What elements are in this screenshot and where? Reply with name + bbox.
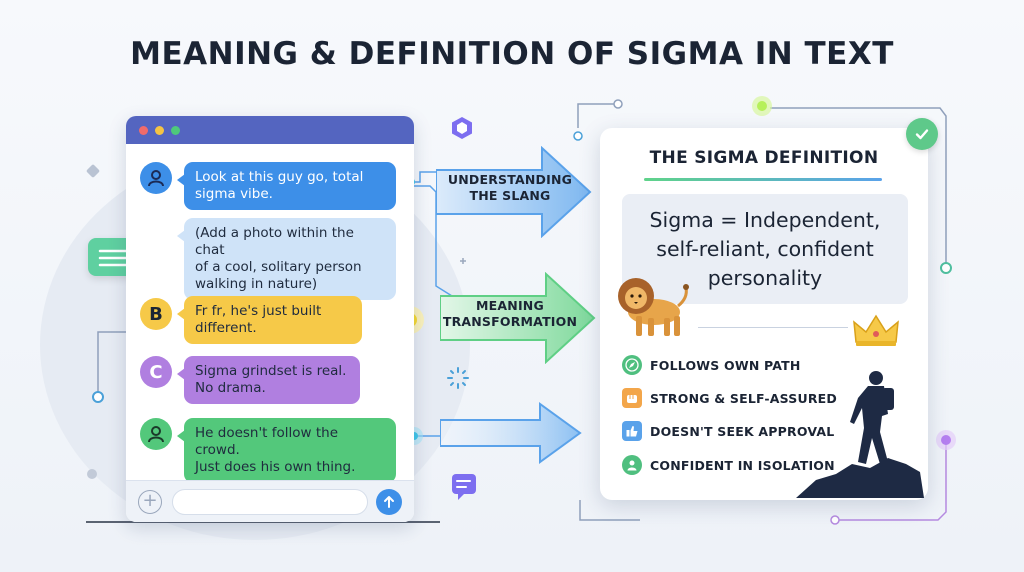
arrow-transformation: [440, 272, 596, 364]
arrow-label-understanding: UNDERSTANDING THE SLANG: [440, 172, 580, 204]
message-line: No drama.: [195, 380, 266, 396]
divider-line: [698, 327, 848, 328]
arrow-up-icon: [384, 496, 394, 508]
definition-text: Sigma = Independent, self-reliant, confi…: [622, 206, 908, 293]
fist-icon: [622, 388, 642, 408]
message-line: He doesn't follow the crowd.: [195, 425, 339, 458]
avatar-person-icon: [140, 162, 172, 194]
arrow-label-transformation: MEANING TRANSFORMATION: [440, 298, 580, 330]
message-line: sigma vibe.: [195, 186, 273, 202]
definition-box: Sigma = Independent, self-reliant, confi…: [622, 194, 908, 304]
maximize-window-dot[interactable]: [171, 126, 180, 135]
chat-icon: [452, 474, 476, 500]
compass-icon: [622, 355, 642, 375]
arrow-label-line: THE SLANG: [469, 188, 551, 203]
chat-titlebar: [126, 116, 414, 144]
message-line: Sigma grindset is real.: [195, 363, 347, 379]
trait-item: CONFIDENT IN ISOLATION: [622, 454, 835, 476]
arrow-result: [440, 402, 582, 464]
message-line: Fr fr, he's just built: [195, 303, 322, 319]
trait-label: DOESN'T SEEK APPROVAL: [650, 423, 835, 439]
title-underline: [644, 178, 882, 181]
trait-label: CONFIDENT IN ISOLATION: [650, 457, 835, 473]
message-line: Just does his own thing.: [195, 459, 356, 475]
avatar-person-icon: [140, 418, 172, 450]
page-title: MEANING & DEFINITION OF SIGMA IN TEXT: [130, 36, 894, 72]
definition-line: Sigma = Independent,: [649, 208, 881, 232]
crown-icon: [853, 314, 899, 346]
chat-message-1: Look at this guy go, total sigma vibe.: [177, 162, 396, 210]
thumbs-up-icon: [622, 421, 642, 441]
hexagon-icon: [451, 116, 473, 144]
hiker-silhouette-icon: [796, 371, 924, 498]
arrow-label-line: UNDERSTANDING: [447, 172, 573, 187]
chat-message-5: He doesn't follow the crowd. Just does h…: [177, 418, 396, 483]
trait-label: STRONG & SELF-ASSURED: [650, 390, 837, 406]
message-line: Look at this guy go, total: [195, 169, 364, 185]
close-window-dot[interactable]: [139, 126, 148, 135]
definition-line: self-reliant, confident: [656, 237, 874, 261]
definition-card: THE SIGMA DEFINITION Sigma = Independent…: [600, 128, 928, 500]
message-line: walking in nature): [195, 276, 318, 292]
chat-message-2: (Add a photo within the chat of a cool, …: [177, 218, 396, 300]
chat-window: Look at this guy go, total sigma vibe. (…: [126, 116, 414, 522]
arrow-label-line: MEANING: [476, 298, 544, 313]
message-line: of a cool, solitary person: [195, 259, 362, 275]
avatar-b: B: [140, 298, 172, 330]
chat-message-4: Sigma grindset is real. No drama.: [177, 356, 360, 404]
trait-label: FOLLOWS OWN PATH: [650, 357, 801, 373]
trait-item: FOLLOWS OWN PATH: [622, 354, 801, 376]
chat-message-3: Fr fr, he's just built different.: [177, 296, 362, 344]
definition-title: THE SIGMA DEFINITION: [649, 148, 879, 168]
message-line: different.: [195, 320, 257, 336]
add-attachment-button[interactable]: +: [138, 490, 162, 514]
minimize-window-dot[interactable]: [155, 126, 164, 135]
definition-line: personality: [707, 266, 823, 290]
trait-item: STRONG & SELF-ASSURED: [622, 387, 837, 409]
chat-input-bar: +: [126, 480, 414, 522]
arrow-label-line: TRANSFORMATION: [442, 314, 578, 329]
person-icon: [622, 455, 642, 475]
send-button[interactable]: [376, 489, 402, 515]
checkmark-icon: [906, 118, 938, 150]
arrow-understanding: [436, 146, 592, 238]
trait-item: DOESN'T SEEK APPROVAL: [622, 420, 834, 442]
message-line: (Add a photo within the chat: [195, 225, 354, 258]
lion-icon: [618, 278, 689, 336]
avatar-c: C: [140, 356, 172, 388]
message-input[interactable]: [172, 489, 368, 515]
